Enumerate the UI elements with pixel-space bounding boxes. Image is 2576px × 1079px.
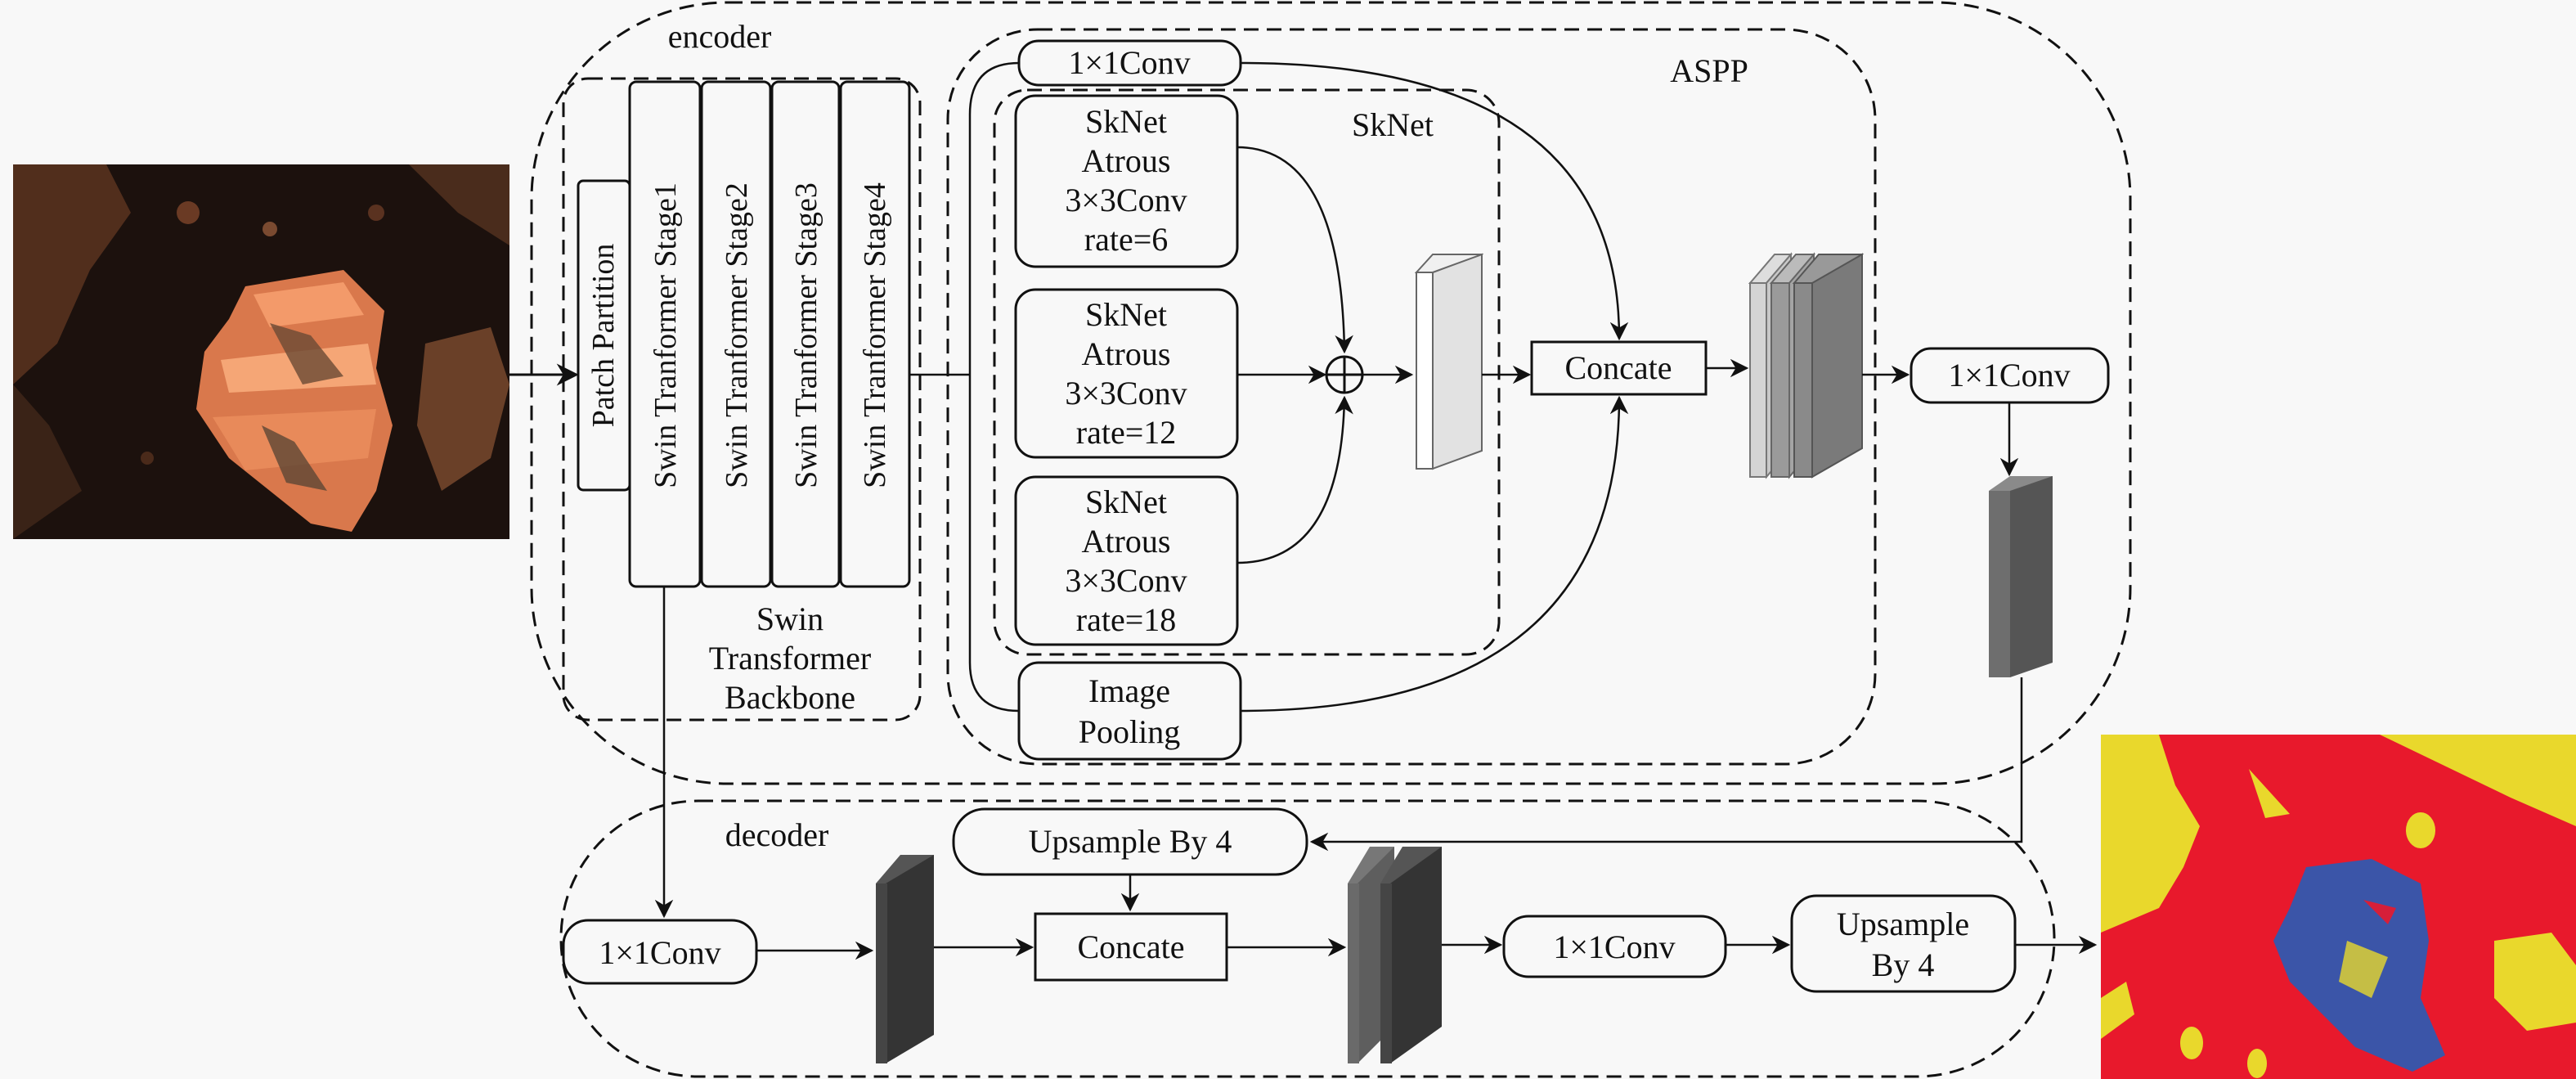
swin-stage-4: Swin Tranformer Stage4 (839, 80, 911, 588)
block-label-text: 1×1Conv (1553, 928, 1675, 965)
aspp-concat-block: Concate (1530, 340, 1708, 396)
decoder-upsample-block: Upsample By 4 (952, 807, 1308, 876)
block-label-text: Swin Tranformer Stage4 (858, 182, 892, 488)
block-label-text: Concate (1564, 349, 1672, 386)
block-label-text: rate=6 (1084, 221, 1169, 258)
decoder-label: decoder (725, 816, 829, 853)
block-label-text: Swin Tranformer Stage1 (648, 182, 683, 488)
block-label-text: By 4 (1872, 946, 1935, 983)
pooling-to-concat-arrow (1240, 395, 1629, 713)
backbone-label: Swin Transformer Backbone (709, 600, 872, 716)
block-label-text: Backbone (725, 679, 855, 716)
sknet-branch-rate-6: SkNet Atrous 3×3Conv rate=6 (1014, 94, 1239, 268)
highlevel-to-upsample-arrow (1309, 677, 2023, 852)
encoder-container (530, 1, 2132, 785)
encoder-label: encoder (668, 18, 772, 55)
encoder-post-conv1x1-block: 1×1Conv (1910, 347, 2110, 404)
sknet-label: SkNet (1352, 106, 1434, 143)
high-level-feature-map (1989, 476, 2053, 677)
rate18-to-sum-arrow (1236, 395, 1353, 564)
block-label-text: SkNet (1085, 296, 1167, 333)
block-label-text: Transformer (709, 640, 872, 677)
aspp-conv1x1-block: 1×1Conv (1017, 39, 1242, 87)
block-label-text: 1×1Conv (1948, 357, 2070, 393)
sknet-container (993, 88, 1501, 656)
block-label-text: 3×3Conv (1065, 182, 1187, 218)
block-label-text: 1×1Conv (599, 934, 720, 971)
aspp-branch-bus (968, 61, 1020, 713)
block-label-text: Atrous (1082, 335, 1171, 372)
block-label-text: Atrous (1082, 142, 1171, 179)
aspp-container (946, 28, 1877, 766)
block-label-text: rate=18 (1076, 601, 1177, 638)
sknet-branch-rate-12: SkNet Atrous 3×3Conv rate=12 (1014, 288, 1239, 459)
block-label-text: Atrous (1082, 523, 1171, 560)
decoder-concat-feature-stack (1348, 847, 1442, 1063)
block-label-text: SkNet (1085, 483, 1167, 520)
block-label-text: Image (1088, 672, 1170, 709)
block-label-text: 3×3Conv (1065, 375, 1187, 411)
image-pooling-block: Image Pooling (1017, 661, 1242, 761)
aspp-concat-feature-stack (1748, 252, 1865, 479)
block-label-text: Swin Tranformer Stage3 (789, 182, 824, 488)
rate6-to-sum-arrow (1236, 146, 1353, 354)
low-level-feature-map (876, 855, 934, 1063)
decoder-lowlevel-conv1x1-block: 1×1Conv (562, 919, 758, 985)
block-label-text: SkNet (1085, 103, 1167, 140)
sknet-branch-rate-18: SkNet Atrous 3×3Conv rate=18 (1014, 475, 1239, 646)
swin-stage-2: Swin Tranformer Stage2 (700, 80, 772, 588)
block-label-text: rate=12 (1076, 414, 1177, 451)
decoder-container (559, 799, 2056, 1078)
block-label-text: Swin (756, 600, 824, 637)
block-label-text: Patch Partition (586, 244, 621, 428)
input-image (13, 164, 509, 539)
block-label-text: Concate (1077, 928, 1184, 965)
block-label-text: Upsample By 4 (1029, 823, 1232, 860)
sknet-feature-map (1414, 253, 1484, 470)
patch-partition-block: Patch Partition (577, 179, 631, 492)
block-label-text: 3×3Conv (1065, 562, 1187, 599)
block-label-text: Swin Tranformer Stage2 (720, 182, 754, 488)
block-label-text: Upsample (1837, 906, 1969, 942)
decoder-final-upsample-block: Upsample By 4 (1790, 894, 2017, 993)
swin-stage-1: Swin Tranformer Stage1 (628, 80, 702, 588)
sum-icon (1325, 355, 1364, 394)
block-label-text: Pooling (1079, 713, 1180, 750)
block-label-text: 1×1Conv (1068, 44, 1190, 81)
decoder-concat-block: Concate (1034, 912, 1228, 982)
decoder-final-conv1x1-block: 1×1Conv (1502, 915, 1727, 978)
backbone-container (562, 77, 922, 722)
output-segmentation-image (2101, 735, 2576, 1079)
swin-stage-3: Swin Tranformer Stage3 (770, 80, 841, 588)
conv1x1-to-concat-arrow (1240, 61, 1629, 341)
aspp-label: ASPP (1670, 52, 1748, 89)
